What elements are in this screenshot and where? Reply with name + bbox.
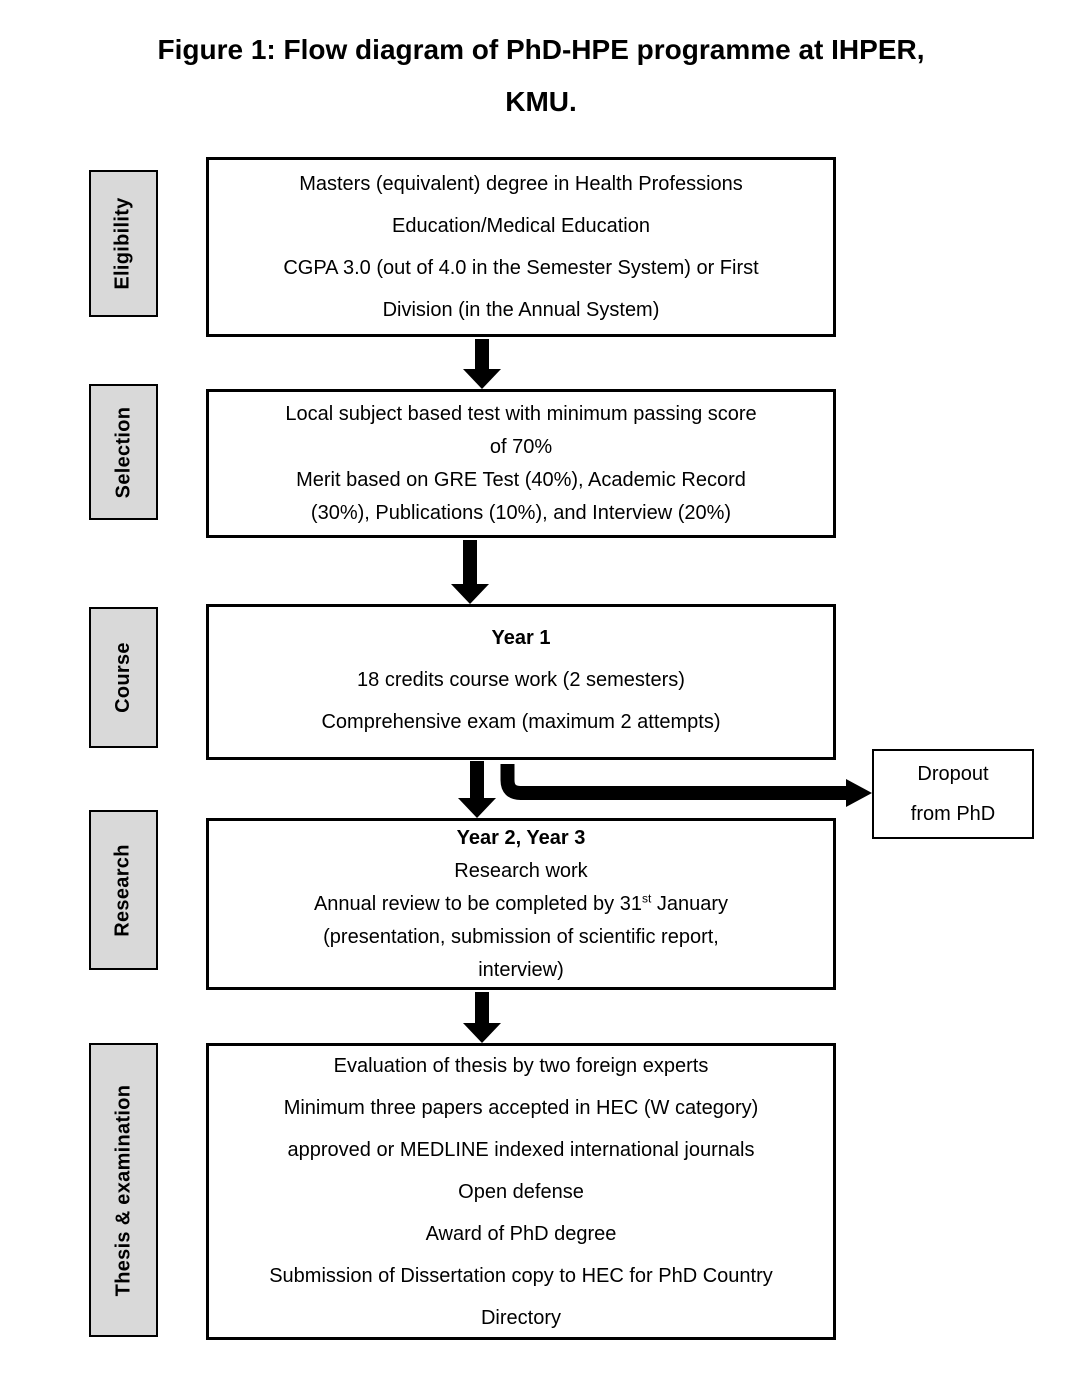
figure-title-line1: Figure 1: Flow diagram of PhD-HPE progra… — [157, 34, 925, 65]
stage-label-thesis-examination: Thesis & examination — [89, 1043, 158, 1337]
thesis-line: Submission of Dissertation copy to HEC f… — [269, 1264, 773, 1287]
eligibility-line: Division (in the Annual System) — [382, 299, 660, 321]
selection-box: Local subject based test with minimum pa… — [206, 389, 836, 538]
thesis-line: Open defense — [458, 1180, 584, 1203]
stage-label-selection: Selection — [89, 384, 158, 520]
arrow-down-icon — [463, 339, 501, 389]
arrow-down-icon — [458, 761, 496, 818]
arrow-head — [463, 1023, 501, 1043]
eligibility-line: Education/Medical Education — [392, 215, 650, 237]
stage-label-text: Research — [112, 843, 134, 937]
stage-label-course: Course — [89, 607, 158, 748]
arrow-down-icon — [463, 992, 501, 1043]
stage-label-text: Course — [112, 642, 134, 713]
selection-line: of 70% — [489, 435, 553, 458]
eligibility-line: CGPA 3.0 (out of 4.0 in the Semester Sys… — [283, 257, 759, 279]
arrow-head — [463, 369, 501, 389]
stage-label-text: Thesis & examination — [112, 1084, 134, 1296]
ordinal-superscript: st — [641, 890, 652, 905]
course-box: Year 1 18 credits course work (2 semeste… — [206, 604, 836, 760]
selection-line: Merit based on GRE Test (40%), Academic … — [296, 468, 746, 491]
arrow-shaft — [475, 339, 489, 372]
thesis-line: Award of PhD degree — [425, 1222, 617, 1245]
research-line: Research work — [454, 859, 588, 882]
arrow-head — [458, 798, 496, 818]
arrow-shaft — [470, 761, 484, 801]
thesis-line: Directory — [480, 1306, 561, 1329]
stage-label-eligibility: Eligibility — [89, 170, 158, 317]
dropout-line: from PhD — [910, 803, 996, 825]
course-line: 18 credits course work (2 semesters) — [357, 669, 685, 691]
course-line: Year 1 — [491, 627, 551, 649]
eligibility-box: Masters (equivalent) degree in Health Pr… — [206, 157, 836, 337]
thesis-line: Minimum three papers accepted in HEC (W … — [283, 1096, 759, 1119]
thesis-line: Evaluation of thesis by two foreign expe… — [333, 1054, 709, 1077]
thesis-examination-box: Evaluation of thesis by two foreign expe… — [206, 1043, 836, 1340]
research-line: (presentation, submission of scientific … — [323, 925, 719, 948]
stage-label-text: Eligibility — [112, 197, 135, 290]
research-line: interview) — [478, 958, 564, 981]
dropout-line: Dropout — [917, 763, 989, 785]
arrow-shaft — [463, 540, 477, 587]
figure-title-line2: KMU. — [505, 86, 577, 117]
research-box: Year 2, Year 3 Research work Annual revi… — [206, 818, 836, 990]
arrow-shaft — [475, 992, 489, 1026]
stage-label-text: Selection — [112, 406, 134, 498]
arrow-head — [451, 584, 489, 604]
research-line: Year 2, Year 3 — [456, 826, 586, 849]
selection-line: (30%), Publications (10%), and Interview… — [310, 501, 732, 524]
stage-label-research: Research — [89, 810, 158, 970]
selection-line: Local subject based test with minimum pa… — [285, 402, 757, 425]
figure-title: Figure 1: Flow diagram of PhD-HPE progra… — [0, 24, 1082, 128]
course-line: Comprehensive exam (maximum 2 attempts) — [321, 711, 721, 733]
eligibility-line: Masters (equivalent) degree in Health Pr… — [299, 173, 743, 195]
research-line: Annual review to be completed by 31st Ja… — [223, 888, 819, 921]
annual-review-text-cont: January — [651, 892, 729, 915]
annual-review-text: Annual review to be completed by 31 — [313, 892, 642, 915]
dropout-box: Dropout from PhD — [872, 749, 1034, 839]
thesis-line: approved or MEDLINE indexed internationa… — [287, 1138, 755, 1161]
arrow-down-icon — [451, 540, 489, 604]
elbow-arrow-icon — [500, 764, 872, 807]
